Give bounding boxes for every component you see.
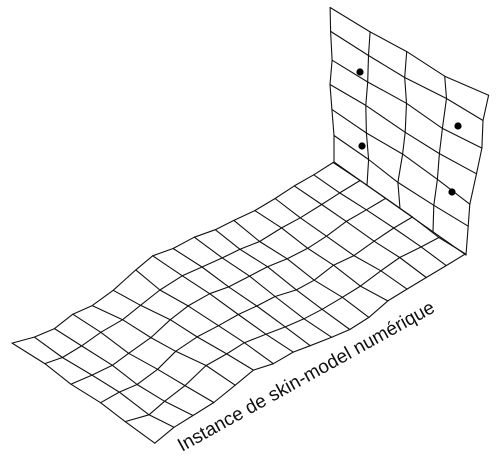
floor-col-line <box>172 247 311 347</box>
measurement-point <box>358 142 366 150</box>
floor-row-line <box>44 179 361 365</box>
measurement-point <box>448 188 456 196</box>
floor-col-line <box>293 185 427 279</box>
floor-row-line <box>100 216 413 404</box>
wall-mesh <box>329 6 490 256</box>
figure-caption: Instance de skin-model numérique <box>174 297 438 456</box>
wall-col-line <box>465 94 490 256</box>
measurement-points <box>356 68 462 196</box>
floor-row-line <box>11 161 334 344</box>
wall-col-line <box>329 6 335 163</box>
floor-col-line <box>214 229 351 331</box>
floor-col-line <box>254 210 389 302</box>
floor-col-line <box>33 336 175 428</box>
floor-col-line <box>313 174 447 267</box>
floor-col-line <box>135 269 274 365</box>
floor-col-line <box>53 328 194 417</box>
measurement-point <box>356 68 364 76</box>
wall-col-line <box>397 51 408 210</box>
wall-row-line <box>329 83 478 175</box>
floor-col-line <box>152 255 294 353</box>
wall-col-line <box>365 31 371 186</box>
measurement-point <box>454 122 462 130</box>
floor-col-line <box>91 305 236 386</box>
floor-col-line <box>112 289 255 371</box>
floor-col-line <box>233 219 370 318</box>
floor-col-line <box>274 197 408 290</box>
floor-col-line <box>72 313 215 404</box>
floor-col-line <box>11 342 156 444</box>
floor-col-line <box>193 236 333 338</box>
wall-row-line <box>329 6 490 96</box>
floor-mesh <box>11 161 466 444</box>
wall-col-line <box>432 75 448 233</box>
wall-row-line <box>333 134 469 227</box>
